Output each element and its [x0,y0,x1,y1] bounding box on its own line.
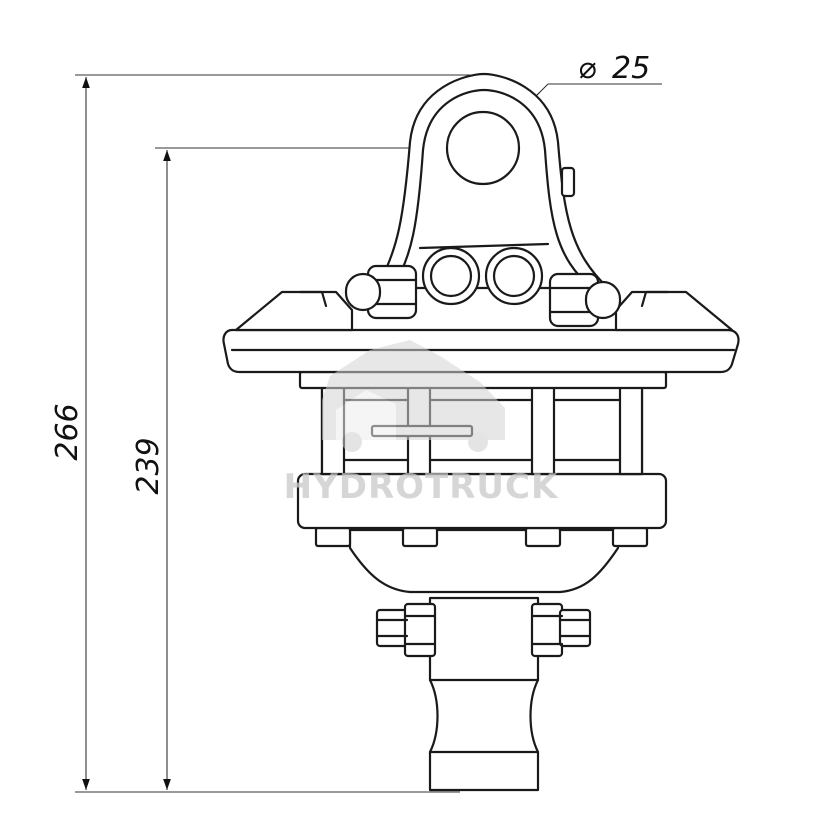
fitting-center-right [484,246,544,306]
watermark-brand: HYDROTRUCK [284,467,559,507]
truck-logo-icon [322,340,505,452]
mounting-lug [374,72,610,290]
shaft-bolt-left [375,602,437,658]
diameter-symbol: ⌀ [578,51,596,86]
overall-height-label: 266 [50,403,85,460]
flange-ear-left [234,290,354,332]
fitting-center-left [421,246,481,306]
fitting-left [344,264,418,320]
pin-height-label: 239 [131,437,166,494]
lower-cone [348,528,620,594]
flange-ear-right [614,290,734,332]
fitting-right [548,272,622,328]
lug-bore [445,110,521,186]
bore-diameter-label: 25 [612,51,650,86]
shaft [428,596,540,792]
shaft-bolt-right [530,602,592,658]
hydraulic-fittings [344,246,622,328]
watermark: HYDROTRUCK [284,340,559,507]
